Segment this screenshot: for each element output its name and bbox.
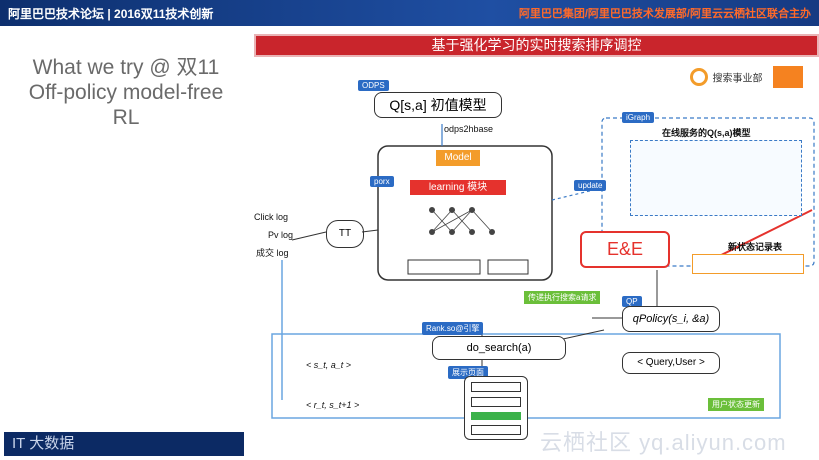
architecture-diagram: ODPS Q[s,a] 初值模型 odps2hbase Model learni… bbox=[252, 60, 819, 440]
organizers-text: 阿里巴巴集团/阿里巴巴技术发展部/阿里云云栖社区联合主办 bbox=[518, 8, 811, 20]
odps-tag: ODPS bbox=[358, 80, 389, 91]
user-state-update-tag: 用户状态更新 bbox=[708, 398, 764, 411]
search-dept-logo: 搜索事业部 bbox=[690, 66, 810, 88]
slide-title: What we try @ 双11 Off-policy model-free … bbox=[0, 55, 252, 130]
show-page-tag: 展示页面 bbox=[448, 366, 488, 379]
new-state-table bbox=[692, 254, 804, 274]
ee-callout: E&E bbox=[580, 231, 670, 268]
rank-engine-tag: Rank.so@引擎 bbox=[422, 322, 484, 335]
search-logo-icon bbox=[690, 68, 708, 86]
search-dept-color-block bbox=[772, 66, 803, 88]
tt-queue: TT bbox=[326, 220, 364, 248]
porx-tag: porx bbox=[370, 176, 394, 187]
title-line-2: Off-policy model-free bbox=[28, 81, 224, 104]
new-state-table-label: 新状态记录表 bbox=[728, 242, 783, 252]
qpolicy-box: qPolicy(s_i, &a) bbox=[622, 306, 720, 332]
query-user-box: < Query,User > bbox=[622, 352, 720, 374]
update-tag: update bbox=[574, 180, 607, 191]
do-search-box: do_search(a) bbox=[432, 336, 566, 360]
model-box: Model bbox=[436, 150, 480, 166]
slide-banner: 基于强化学习的实时搜索排序调控 bbox=[254, 34, 819, 57]
watermark-text: 云栖社区 yq.aliyun.com bbox=[540, 430, 787, 455]
pv-log-label: Pv log bbox=[268, 230, 294, 240]
online-q-title: 在线服务的Q(s,a)模型 bbox=[662, 128, 751, 138]
igraph-tag: iGraph bbox=[622, 112, 655, 123]
odps2hbase-label: odps2hbase bbox=[444, 124, 494, 134]
trade-log-label: 成交 log bbox=[256, 248, 289, 258]
learning-module: learning 模块 bbox=[410, 180, 506, 195]
q-init-model: Q[s,a] 初值模型 bbox=[374, 92, 502, 118]
q-model-formula bbox=[630, 140, 802, 216]
result-page bbox=[464, 376, 528, 440]
reward-next-state-label: < r_t, s_t+1 > bbox=[306, 400, 360, 410]
forum-title: 阿里巴巴技术论坛 | 2016双11技术创新 bbox=[8, 7, 214, 21]
title-line-3: RL bbox=[112, 106, 140, 129]
bottom-left-logo: IT 大数据 bbox=[4, 432, 244, 456]
search-dept-label: 搜索事业部 bbox=[712, 73, 763, 85]
click-log-label: Click log bbox=[254, 212, 289, 222]
title-line-1: What we try @ 双11 bbox=[32, 56, 220, 79]
top-header-bar: 阿里巴巴技术论坛 | 2016双11技术创新 阿里巴巴集团/阿里巴巴技术发展部/… bbox=[0, 0, 819, 26]
state-action-label: < s_t, a_t > bbox=[306, 360, 352, 370]
qp-tag: QP bbox=[622, 296, 642, 307]
pass-params-tag: 传递执行搜索a请求 bbox=[524, 291, 601, 304]
